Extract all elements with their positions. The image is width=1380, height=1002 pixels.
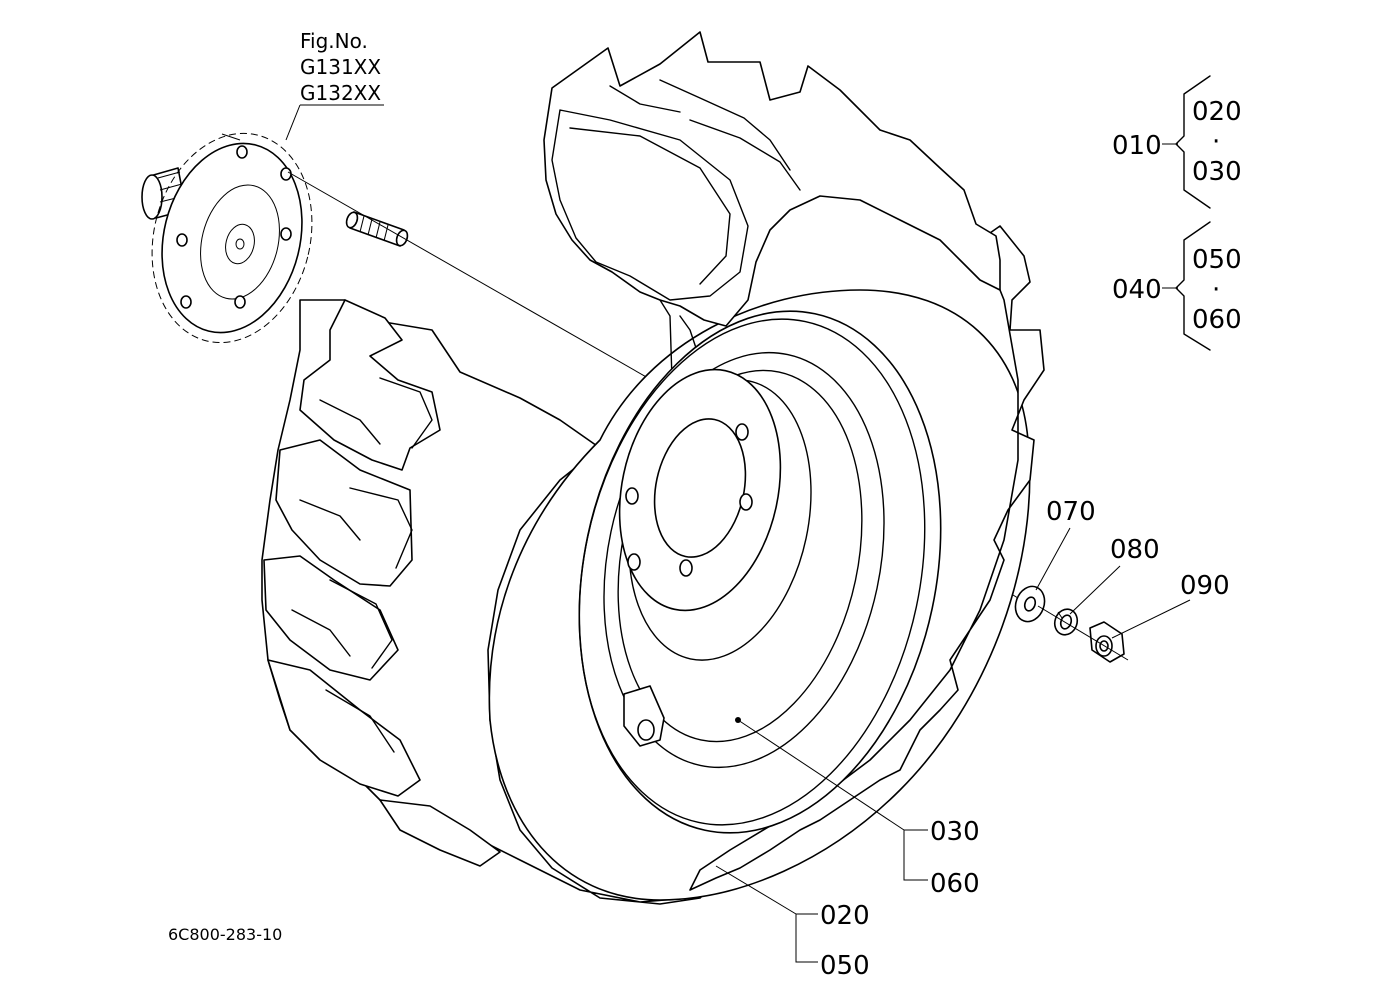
- callout-020-tire[interactable]: 020: [820, 901, 870, 931]
- callout-050-tire[interactable]: 050: [820, 951, 870, 981]
- group-lower: 040 050 · 060: [1112, 221, 1242, 351]
- fig-title: Fig.No.: [300, 29, 368, 53]
- callout-060-top[interactable]: 060: [1192, 305, 1242, 335]
- callout-020-top[interactable]: 020: [1192, 97, 1242, 127]
- group-upper: 010 020 · 030: [1112, 75, 1242, 209]
- axle-hub[interactable]: [131, 116, 334, 359]
- callout-040[interactable]: 040: [1112, 275, 1162, 305]
- hex-nut[interactable]: [1089, 621, 1125, 663]
- callout-080[interactable]: 080: [1110, 535, 1160, 565]
- stud-bolt[interactable]: [345, 211, 410, 247]
- callout-010[interactable]: 010: [1112, 131, 1162, 161]
- group-lower-separator: ·: [1212, 275, 1220, 305]
- lock-washer[interactable]: [1051, 606, 1081, 638]
- callout-070[interactable]: 070: [1046, 497, 1096, 527]
- callout-030-rim[interactable]: 030: [930, 817, 980, 847]
- callout-030-top[interactable]: 030: [1192, 157, 1242, 187]
- drawing-code: 6C800-283-10: [168, 925, 282, 944]
- callout-090[interactable]: 090: [1180, 571, 1230, 601]
- assembly-axis-line: [287, 171, 691, 403]
- wheel-rim[interactable]: [533, 277, 987, 867]
- group-upper-separator: ·: [1212, 127, 1220, 157]
- fastener-axis-line: [1037, 605, 1129, 661]
- flat-washer[interactable]: [1011, 582, 1050, 625]
- fig-number-1: G131XX: [300, 55, 381, 79]
- fig-number-2: G132XX: [300, 81, 381, 105]
- figure-header: Fig.No. G131XX G132XX: [285, 29, 384, 141]
- callout-050-top[interactable]: 050: [1192, 245, 1242, 275]
- callout-060-rim[interactable]: 060: [930, 869, 980, 899]
